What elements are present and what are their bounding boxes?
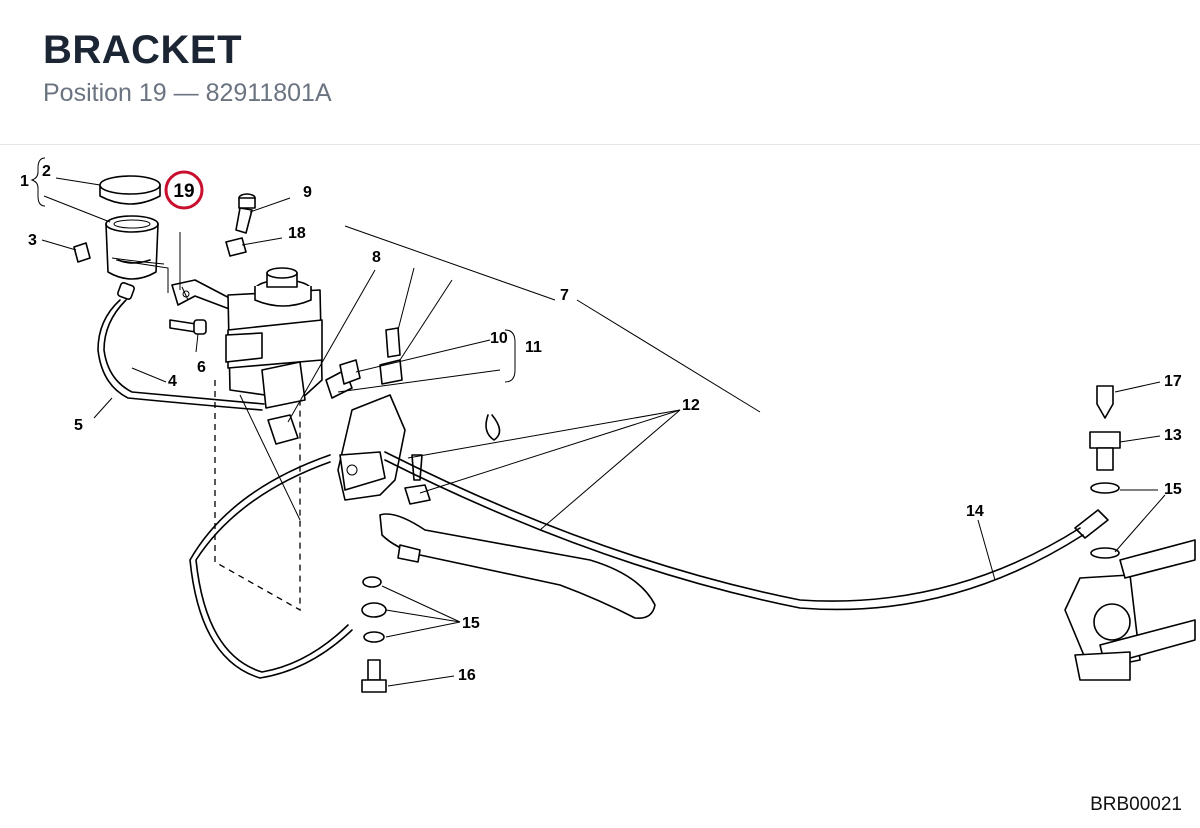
callout-3: 3 <box>28 232 37 249</box>
highlight-ring <box>164 170 204 210</box>
banjo-hardware <box>361 576 387 693</box>
callout-7: 7 <box>560 287 569 304</box>
fluid-reservoir <box>105 223 159 280</box>
callout-labels: 1 2 3 4 5 6 7 8 9 10 11 12 13 14 15 15 1… <box>20 163 1182 684</box>
callout-15-left: 15 <box>462 615 480 632</box>
leader-lines <box>41 177 1166 687</box>
page-header: BRACKET Position 19 — 82911801A <box>43 28 332 108</box>
header-divider <box>0 144 1200 145</box>
callout-2: 2 <box>42 163 51 180</box>
bracket-screw <box>169 319 197 333</box>
callout-14: 14 <box>966 503 984 520</box>
hoses <box>97 299 1109 679</box>
callout-11: 11 <box>525 339 542 356</box>
reservoir-assembly <box>30 157 165 300</box>
callout-1: 1 <box>20 173 29 190</box>
brake-lever <box>379 513 656 620</box>
page-subtitle: Position 19 — 82911801A <box>43 79 332 107</box>
screw-and-grommet <box>225 193 256 257</box>
callout-5: 5 <box>74 417 83 434</box>
callout-18: 18 <box>288 225 306 242</box>
callout-19-highlighted[interactable]: 19 <box>173 181 194 202</box>
callout-6: 6 <box>197 359 206 376</box>
callout-16: 16 <box>458 667 476 684</box>
callout-17: 17 <box>1164 373 1182 390</box>
diagram-code: BRB00021 <box>1090 794 1182 815</box>
callout-13: 13 <box>1164 427 1182 444</box>
grommet <box>225 237 247 257</box>
callout-4: 4 <box>168 373 177 390</box>
rear-caliper <box>1064 385 1196 681</box>
callout-15-right: 15 <box>1164 481 1182 498</box>
callout-10: 10 <box>490 330 508 347</box>
reservoir-grommet <box>73 242 91 263</box>
callout-12: 12 <box>682 397 700 414</box>
master-cylinder <box>214 267 323 612</box>
page-title: BRACKET <box>43 28 243 72</box>
callout-9: 9 <box>303 184 312 201</box>
lever-assembly <box>267 327 656 620</box>
callout-8: 8 <box>372 249 381 266</box>
